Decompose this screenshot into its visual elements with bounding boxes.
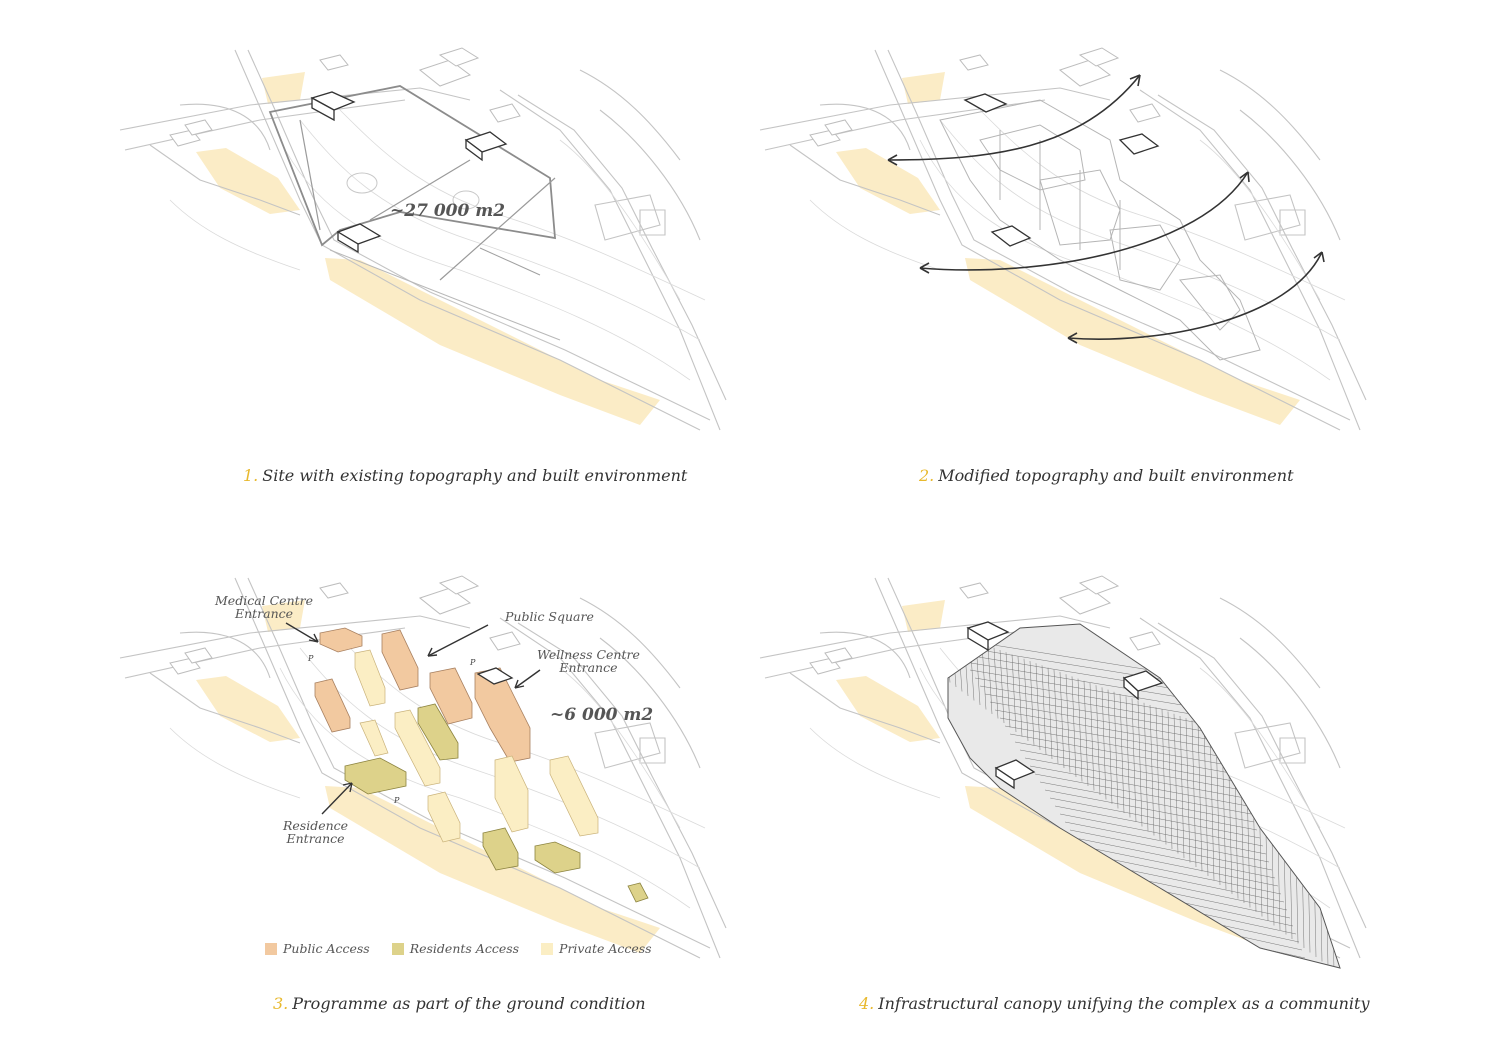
panel-3-caption: 3.Programme as part of the ground condit… xyxy=(273,994,646,1013)
medical-centre-block xyxy=(319,627,363,653)
residence-entrance-label: Residence Entrance xyxy=(283,819,348,845)
public-access-swatch xyxy=(265,942,277,955)
panel-2-caption: 2.Modified topography and built environm… xyxy=(919,466,1294,485)
legend: Public Access Residents Access Private A… xyxy=(265,941,652,956)
panel-1-drawing xyxy=(119,47,727,431)
residence-label-line-1: Residence xyxy=(283,818,349,833)
legend-item-public: Public Access xyxy=(265,941,370,956)
residents-block-3 xyxy=(534,841,581,874)
parking-mark: P xyxy=(470,658,476,667)
programme-area-label: ~6 000 m2 xyxy=(550,705,654,725)
panel-4-number: 4. xyxy=(859,994,875,1013)
medical-label-line-2: Entrance xyxy=(234,606,294,621)
legend-item-residents: Residents Access xyxy=(391,941,520,956)
legend-label: Private Access xyxy=(559,941,652,956)
panel-1-number: 1. xyxy=(243,466,259,485)
panel-4-caption: 4.Infrastructural canopy unifying the co… xyxy=(859,994,1370,1013)
public-block-3 xyxy=(314,678,351,733)
panel-3-caption-text: Programme as part of the ground conditio… xyxy=(292,994,646,1013)
wellness-block xyxy=(474,667,531,763)
residence-block xyxy=(344,757,407,795)
panel-4-caption-text: Infrastructural canopy unifying the comp… xyxy=(878,994,1370,1013)
residents-block-1 xyxy=(417,703,459,761)
public-square-text: Public Square xyxy=(505,609,594,624)
panel-3-drawing xyxy=(119,575,727,959)
panel-4-infrastructural-canopy: 4.Infrastructural canopy unifying the co… xyxy=(640,528,1390,1061)
public-block-2 xyxy=(429,667,473,725)
panel-2-caption-text: Modified topography and built environmen… xyxy=(938,466,1294,485)
public-square-label: Public Square xyxy=(505,610,594,623)
residence-label-line-2: Entrance xyxy=(286,831,345,846)
panel-1-site-existing: ~27 000 m2 1.Site with existing topograp… xyxy=(0,0,750,500)
panel-3-programme: Medical Centre Entrance Public Square We… xyxy=(0,528,750,1061)
parking-mark: P xyxy=(308,654,314,663)
residents-block-4 xyxy=(627,882,649,903)
panel-3-number: 3. xyxy=(273,994,289,1013)
panel-2-modified-topography: 2.Modified topography and built environm… xyxy=(640,0,1390,500)
legend-item-private: Private Access xyxy=(541,941,652,956)
wellness-label-line-2: Entrance xyxy=(559,660,618,675)
panel-2-number: 2. xyxy=(919,466,935,485)
panel-1-caption-text: Site with existing topography and built … xyxy=(262,466,688,485)
panel-1-caption: 1.Site with existing topography and buil… xyxy=(243,466,687,485)
parking-mark: P xyxy=(394,796,400,805)
medical-centre-entrance-label: Medical Centre Entrance xyxy=(215,594,313,620)
public-block-1 xyxy=(381,629,419,691)
legend-label: Public Access xyxy=(283,941,370,956)
panel-4-drawing xyxy=(759,575,1367,969)
wellness-centre-entrance-label: Wellness Centre Entrance xyxy=(537,648,640,674)
legend-label: Residents Access xyxy=(409,941,520,956)
site-area-label: ~27 000 m2 xyxy=(390,201,506,221)
private-access-swatch xyxy=(541,942,554,955)
medical-label-line-1: Medical Centre xyxy=(215,593,314,608)
panel-2-drawing xyxy=(759,47,1367,431)
wellness-label-line-1: Wellness Centre xyxy=(537,647,640,662)
residents-block-2 xyxy=(482,827,519,871)
residents-access-swatch xyxy=(391,942,404,955)
